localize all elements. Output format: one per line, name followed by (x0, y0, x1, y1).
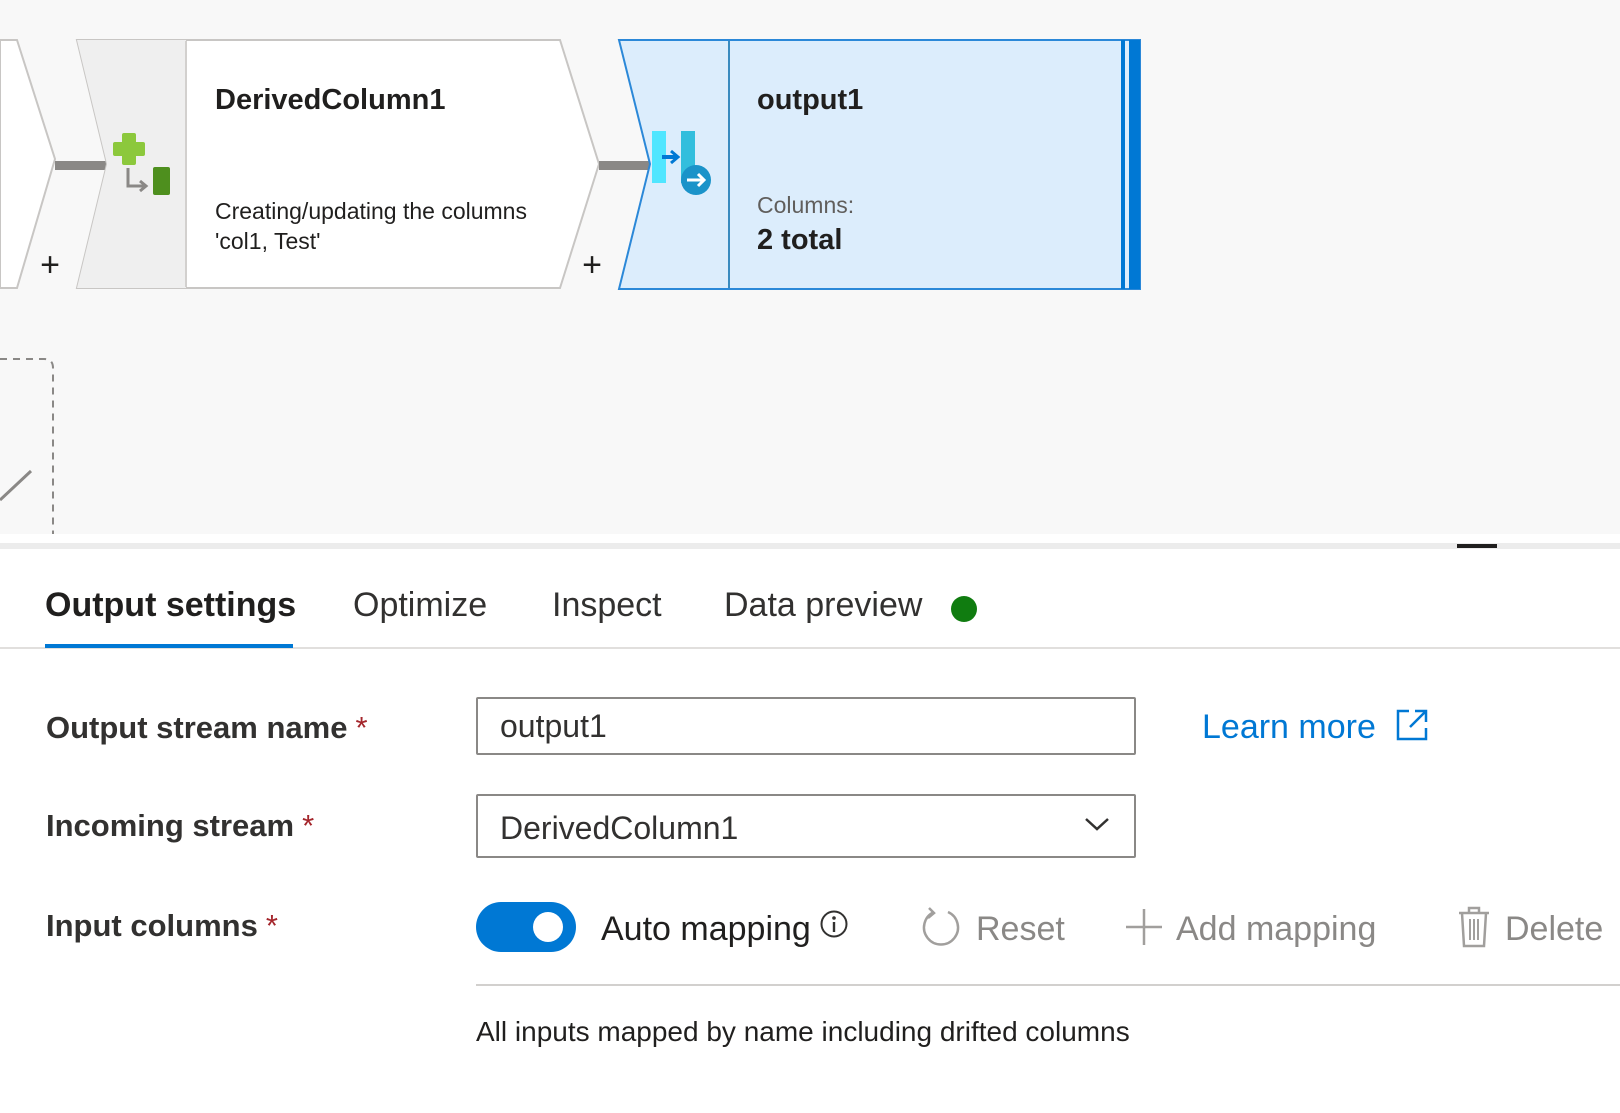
add-transformation-button[interactable]: + (582, 246, 602, 284)
derived-column-icon (113, 133, 170, 195)
chevron-down-icon (1085, 818, 1109, 831)
learn-more-label: Learn more (1202, 708, 1376, 746)
incoming-stream-select[interactable]: DerivedColumn1 (476, 794, 1136, 858)
auto-mapping-note: All inputs mapped by name including drif… (476, 1016, 1130, 1047)
incoming-stream-label-text: Incoming stream (46, 808, 295, 843)
auto-mapping-label: Auto mapping (601, 910, 811, 948)
sink-columns-label: Columns: (757, 192, 855, 218)
tab-data-preview[interactable]: Data preview (724, 586, 923, 624)
data-flow-canvas[interactable]: DerivedColumn1 Creating/updating the col… (0, 0, 1620, 534)
connector-line (599, 161, 651, 170)
incoming-stream-label: Incoming stream* (46, 808, 314, 844)
connector-line (55, 161, 107, 170)
add-icon (1126, 909, 1162, 945)
learn-more-link[interactable]: Learn more (1202, 708, 1429, 747)
sink-node[interactable] (617, 39, 1141, 290)
panel-resize-handle[interactable] (1457, 544, 1497, 548)
add-mapping-button[interactable]: Add mapping (1176, 910, 1377, 948)
input-columns-label: Input columns* (46, 908, 278, 944)
delete-button[interactable]: Delete (1505, 910, 1604, 948)
canvas-graphics (0, 39, 1141, 534)
reset-button[interactable]: Reset (976, 910, 1065, 948)
output-stream-name-label: Output stream name* (46, 710, 368, 746)
delete-icon (1459, 906, 1489, 948)
info-icon[interactable] (819, 909, 849, 939)
dangling-connector (0, 469, 33, 502)
toggle-knob (533, 912, 563, 942)
sink-columns-value: 2 total (757, 224, 843, 256)
placeholder-dashed-box (0, 358, 54, 534)
derived-node-title: DerivedColumn1 (215, 84, 446, 116)
panel-splitter[interactable] (0, 543, 1620, 549)
required-asterisk: * (265, 908, 278, 943)
derived-node-description: Creating/updating the columns 'col1, Tes… (215, 198, 527, 254)
data-preview-status-dot (951, 596, 977, 622)
columns-divider (476, 984, 1620, 986)
required-asterisk: * (355, 710, 368, 745)
sink-icon (652, 131, 711, 195)
sink-node-title: output1 (757, 84, 864, 116)
required-asterisk: * (302, 808, 315, 843)
auto-mapping-toggle[interactable] (476, 902, 576, 952)
tab-divider (0, 647, 1620, 649)
output-stream-name-label-text: Output stream name (46, 710, 348, 745)
incoming-stream-value: DerivedColumn1 (500, 810, 739, 846)
tab-optimize[interactable]: Optimize (353, 586, 488, 624)
active-tab-indicator (45, 644, 293, 648)
tab-output-settings[interactable]: Output settings (45, 586, 297, 624)
output-stream-name-input[interactable] (476, 697, 1136, 755)
reset-icon (922, 907, 960, 946)
tab-inspect[interactable]: Inspect (552, 586, 662, 624)
external-link-icon (1397, 709, 1428, 741)
add-transformation-button[interactable]: + (40, 246, 60, 284)
previous-node-edge[interactable] (0, 39, 57, 289)
input-columns-label-text: Input columns (46, 908, 258, 943)
